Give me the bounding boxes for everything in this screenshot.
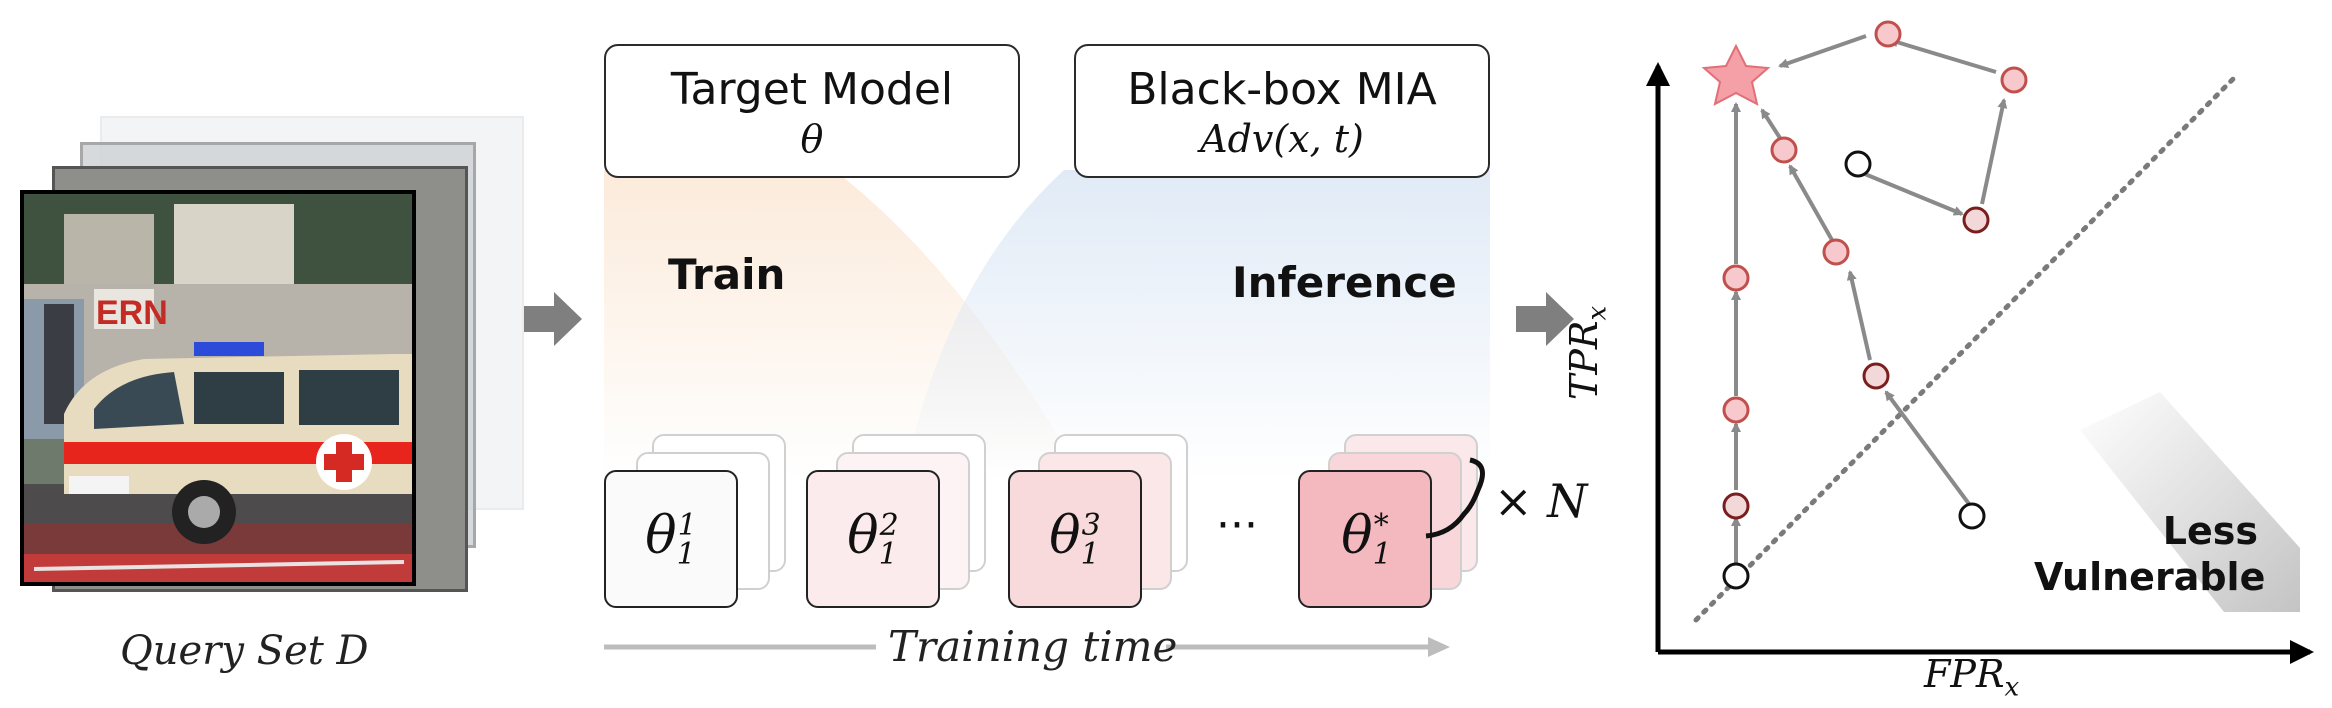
roc-point	[1844, 150, 1872, 178]
less-vulnerable-line2: Vulnerable	[2034, 555, 2266, 599]
phase-gradient-background	[604, 170, 1490, 480]
arrow-right-icon	[1516, 292, 1574, 346]
tpr-fpr-plot	[1646, 20, 2314, 664]
checkpoint-card: θ12	[806, 470, 940, 608]
checkpoint-label: θ11	[645, 505, 697, 573]
roc-point	[1874, 20, 1902, 48]
training-time-arrow	[604, 637, 1450, 657]
x-axis-label: FPRx	[1924, 652, 2020, 703]
query-set-text: Query Set	[120, 628, 324, 674]
less-vulnerable-label: Less Vulnerable	[2034, 508, 2266, 600]
target-model-box: Target Model θ	[604, 44, 1020, 178]
checkpoint-label: θ12	[847, 505, 899, 573]
ellipsis: ···	[1216, 500, 1258, 551]
checkpoint-label: θ13	[1049, 505, 1101, 573]
mia-title: Black-box MIA	[1127, 64, 1437, 115]
roc-point	[1862, 362, 1890, 390]
target-model-title: Target Model	[670, 64, 954, 115]
roc-point	[1722, 562, 1750, 590]
roc-point	[1822, 238, 1850, 266]
inference-label: Inference	[1232, 258, 1457, 307]
y-axis-label: TPRx	[1562, 305, 1613, 400]
roc-point	[2000, 66, 2028, 94]
less-vulnerable-line1: Less	[2162, 509, 2258, 553]
star-icon	[1701, 43, 1771, 106]
train-label: Train	[668, 250, 786, 299]
roc-point	[1958, 502, 1986, 530]
query-set-label: Query Set D	[120, 628, 369, 674]
training-time-label: Training time	[888, 622, 1178, 671]
mia-formula: Adv(x, t)	[1200, 117, 1364, 161]
query-set-stack: ERN	[20, 110, 524, 592]
checkpoint-card: θ1*	[1298, 470, 1432, 608]
query-set-symbol: D	[336, 628, 369, 674]
brace-icon	[1425, 457, 1485, 539]
checkpoint-label: θ1*	[1341, 505, 1392, 573]
black-box-mia-box: Black-box MIA Adv(x, t)	[1074, 44, 1490, 178]
repeat-label: × N	[1494, 474, 1588, 528]
arrow-right-icon	[524, 292, 582, 346]
roc-point	[1722, 264, 1750, 292]
random-guess-diagonal	[1693, 71, 2241, 623]
checkpoint-card: θ11	[604, 470, 738, 608]
query-image-ambulance: ERN	[20, 190, 416, 586]
target-model-symbol: θ	[800, 117, 824, 161]
roc-point	[1962, 206, 1990, 234]
checkpoint-card: θ13	[1008, 470, 1142, 608]
svg-text:ERN: ERN	[96, 294, 168, 332]
less-vulnerable-arrow	[2080, 392, 2300, 612]
roc-point	[1770, 136, 1798, 164]
roc-point	[1722, 396, 1750, 424]
roc-point	[1722, 492, 1750, 520]
